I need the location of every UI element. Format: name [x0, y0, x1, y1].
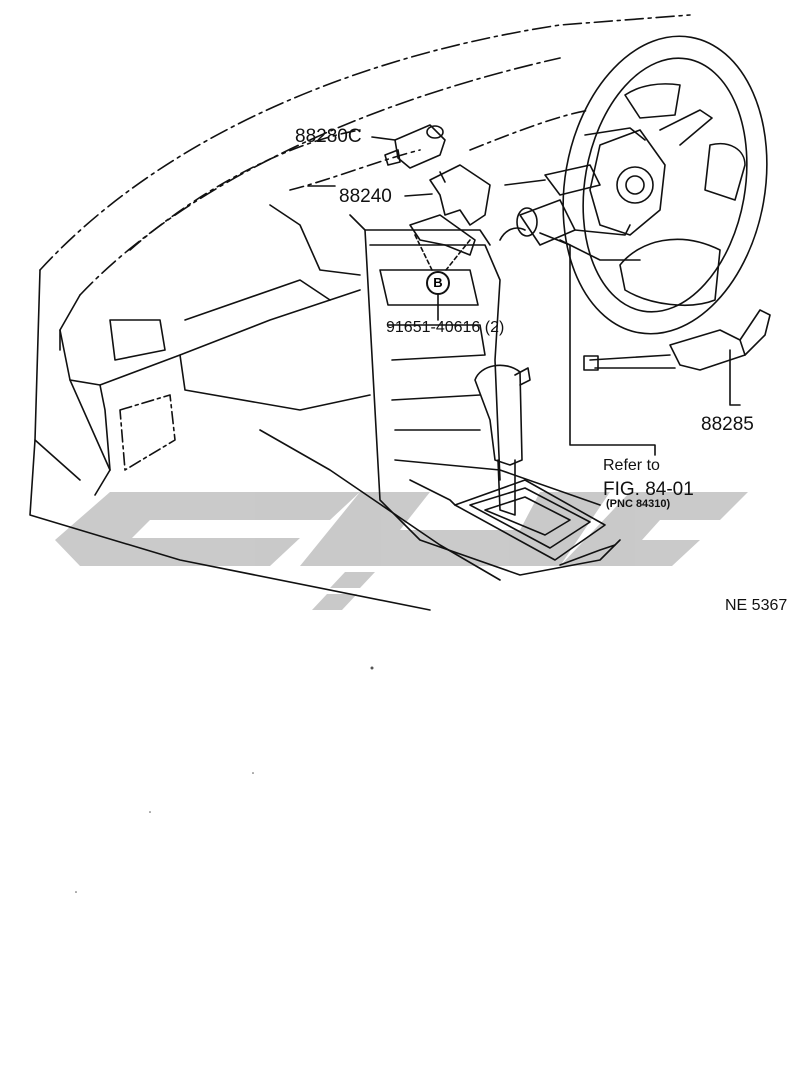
combination-switch [589, 129, 666, 236]
shift-gate [454, 479, 606, 561]
leader-88240 [307, 185, 433, 197]
leader-refer [569, 244, 656, 456]
steering-wheel [562, 35, 768, 335]
switch-88285-drawing [583, 309, 771, 371]
dashboard-left-panel [34, 269, 361, 481]
dashboard-outline-upper [39, 14, 691, 271]
label-figure-code: NE 5367 [725, 597, 788, 614]
scan-specks [75, 666, 374, 893]
leader-88285 [729, 349, 741, 406]
dashboard-outline-lower [79, 57, 561, 296]
label-88280c: 88280C [295, 126, 362, 147]
label-bolt-91651: 91651-40616 (2) [386, 319, 505, 336]
label-pnc-ref: (PNC 84310) [606, 498, 671, 510]
shift-lever [474, 364, 523, 466]
label-refer-to: Refer to [603, 457, 660, 474]
label-88285: 88285 [701, 414, 754, 435]
circle-b-marker: B [426, 271, 450, 295]
label-88240: 88240 [339, 186, 392, 207]
leader-88280c [371, 136, 396, 141]
label-fig-ref: FIG. 84-01 [603, 479, 694, 500]
bracket-88240-drawing [409, 164, 491, 256]
switch-88280c-drawing [384, 124, 446, 169]
